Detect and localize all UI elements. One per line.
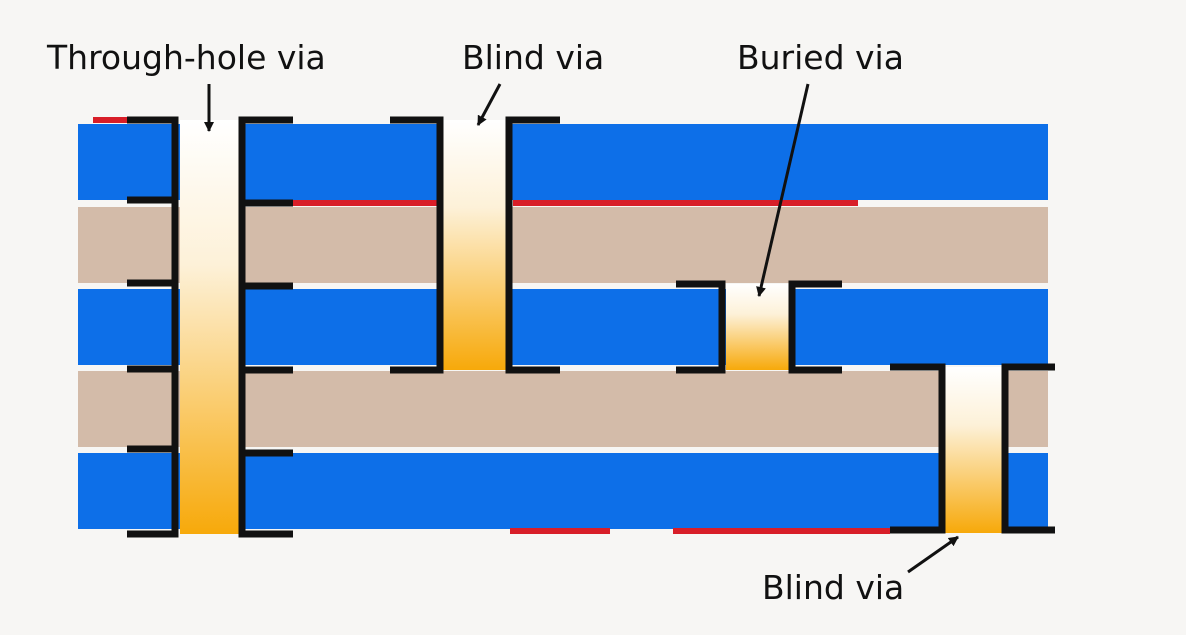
blind-via-top [390, 116, 560, 374]
via-wall-right [1001, 363, 1055, 534]
via-wall-left [127, 116, 179, 538]
traces [93, 117, 890, 534]
via-fill [442, 120, 506, 370]
trace-top-left [93, 117, 128, 123]
via-wall-right [505, 116, 560, 374]
blind-via-bottom [890, 363, 1055, 534]
label-buried-via: Buried via [737, 38, 904, 77]
trace-bottom-mid [510, 528, 610, 534]
via-fill [180, 120, 240, 534]
via-wall-left [676, 280, 726, 374]
arrows [204, 83, 959, 574]
arrow-buried [756, 83, 810, 297]
label-blind-via-top: Blind via [462, 38, 604, 77]
via-wall-right [788, 280, 842, 374]
label-blind-via-bottom: Blind via [762, 568, 904, 607]
arrow-blind-top [476, 83, 502, 126]
trace-inner-1-left [292, 200, 438, 206]
label-through-hole-via: Through-hole via [46, 38, 326, 77]
trace-inner-1-right [513, 200, 858, 206]
buried-via [676, 280, 842, 374]
via-wall-left [890, 363, 946, 534]
arrow-blind-bottom [907, 535, 959, 574]
trace-bottom-right [673, 528, 890, 534]
through-hole-via [127, 116, 293, 538]
via-fill [945, 367, 1003, 533]
via-wall-left [390, 116, 444, 374]
via-wall-right [238, 116, 293, 538]
via-fill [726, 284, 790, 370]
